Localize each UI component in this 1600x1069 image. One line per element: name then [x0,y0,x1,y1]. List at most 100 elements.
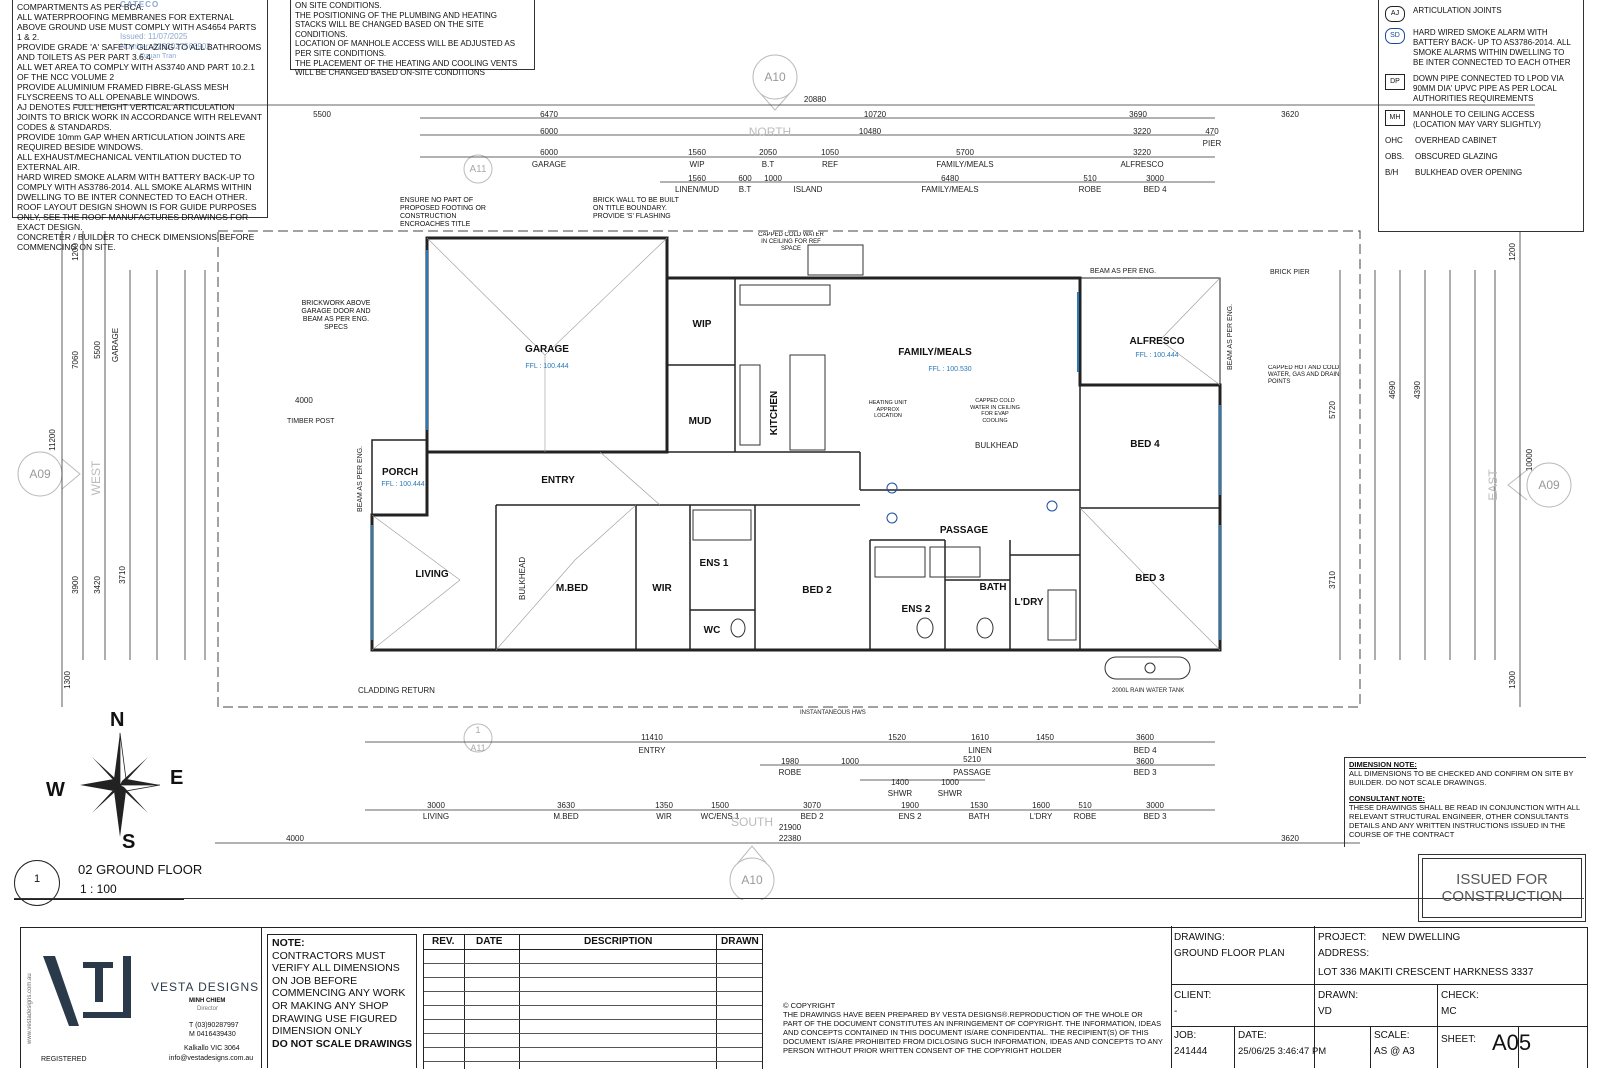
dim: 3900 [71,576,80,594]
dim: 3600 [1136,757,1154,766]
house-walls [370,236,1222,652]
dim: 510 [1078,801,1092,810]
dim: 4390 [1413,381,1422,399]
section-label: A11 [469,164,486,175]
dim: 2050 [759,148,777,157]
dim-label: WIR [656,812,672,821]
compass-n: N [110,709,125,731]
dims-right: 10000 5720 4690 4390 3710 1200 1300 EAST [1328,231,1534,707]
dim: 11200 [48,429,57,451]
dim-label: FAMILY/MEALS [936,160,993,169]
room-label-bed2: BED 2 [802,585,832,596]
stamp-company: CATECO [120,0,160,9]
smoke-alarms [886,482,1058,524]
smoke-alarm-icon [886,512,898,524]
description-header: DESCRIPTION [584,936,653,947]
general-note: HARD WIRED SMOKE ALARM WITH BATTERY BACK… [17,172,255,202]
section-marker-small-top: A11 [463,154,493,184]
down-pipe-icon: DP [1385,74,1405,90]
dim: 3000 [427,801,445,810]
dim: 1500 [711,801,729,810]
stamp-issued: Issued: 11/07/2025 [120,32,188,41]
dim-setback: 3620 [1281,110,1299,119]
dim-label: M.BED [553,812,579,821]
kitchen-fixtures [739,244,864,451]
dim-label: ROBE [779,768,802,777]
dim: 6000 [540,127,558,136]
room-label-wir: WIR [652,583,672,594]
dim: 3710 [1328,571,1337,589]
dim: 7060 [71,351,80,369]
check-label: CHECK: [1441,990,1479,1001]
room-label-bath: BATH [979,582,1006,593]
dim: 1000 [764,174,782,183]
dim-label: ENTRY [639,746,667,755]
site-boundary [217,230,1361,708]
dim: 1300 [1508,671,1517,689]
compass-rose-icon [80,732,161,837]
room-label-mbed: M.BED [556,583,588,594]
dim-label: WIP [689,160,704,169]
annotation: TIMBER POST [287,418,335,425]
section-marker-left: A09 [17,451,81,497]
dim: 1450 [1036,733,1054,742]
legend-row: OBS. OBSCURED GLAZING [1385,152,1577,162]
annotation: CLADDING RETURN [358,686,435,695]
room-label-living: LIVING [415,569,449,580]
room-label-porch: PORCH [382,467,418,478]
rev-header: REV. [432,936,455,947]
annotation: BULKHEAD [518,557,527,600]
annotation: BULKHEAD [975,441,1018,450]
dim: 5720 [1328,401,1337,419]
dim-label: PASSAGE [953,768,991,777]
date-label: DATE: [1238,1030,1267,1041]
sheet-label: SHEET: [1441,1034,1477,1045]
general-note: AJ DENOTES FULL HEIGHT VERTICAL ARTICULA… [17,102,262,132]
dim: 1300 [63,671,72,689]
compass: N S E W [40,709,200,855]
view-number-circle [14,860,60,906]
section-marker-top: A10 [752,54,798,111]
dimension-note-title: DIMENSION NOTE: [1349,760,1417,769]
dim: 470 [1205,127,1219,136]
scale-label: SCALE: [1374,1030,1410,1041]
general-note: ALL WATERPROOFING MEMBRANES FOR EXTERNAL… [17,12,257,42]
room-label-wip: WIP [693,319,712,330]
annotation: CAPPED COLD WATER IN CEILING FOR REF SPA… [758,232,824,252]
legend-text: MANHOLE TO CEILING ACCESS (LOCATION MAY … [1413,110,1541,129]
obscured-glazing-abbr: OBS. [1385,152,1405,161]
vesta-logo-icon [43,956,131,1026]
dims-top: 20880 5500 3620 6470 10720 3690 6000 104… [75,95,1535,194]
consultant-note-title: CONSULTANT NOTE: [1349,794,1425,803]
copyright-title: © COPYRIGHT [783,1001,836,1010]
windows [371,250,1221,640]
general-note: ALL WET AREA TO COMPLY WITH AS3740 AND P… [17,62,255,82]
approval-stamp: CATECO Issued: 11/07/2025 Number: 828302… [120,0,212,70]
scale-value: AS @ A3 [1374,1046,1415,1057]
dim-label: LINEN [968,746,992,755]
date-value: 25/06/25 3:46:47 PM [1238,1046,1327,1057]
dim-label: BATH [969,812,990,821]
dim-label: ROBE [1079,185,1102,194]
roof-lines [371,237,1221,651]
dim: 1610 [971,733,989,742]
dim-overall: 22380 [779,834,802,843]
view-title-text: 02 GROUND FLOOR [78,862,203,877]
dim-label: GARAGE [532,160,566,169]
legend-text: HARD WIRED SMOKE ALARM WITH BATTERY BACK… [1413,28,1571,67]
legend-text: OBSCURED GLAZING [1415,152,1498,161]
dim-setback: 3620 [1281,834,1299,843]
dim: 1050 [821,148,839,157]
dim-overall: 21900 [779,823,802,832]
job-label: JOB: [1174,1030,1197,1041]
job-value: 241444 [1174,1046,1208,1057]
dim-label: GARAGE [111,328,120,362]
dimension-note-body: ALL DIMENSIONS TO BE CHECKED AND CONFIRM… [1349,769,1574,787]
section-label: 1 [475,725,480,735]
suburb: Kalkallo VIC 3064 [184,1045,240,1052]
dim-label: BED 3 [1133,768,1157,777]
